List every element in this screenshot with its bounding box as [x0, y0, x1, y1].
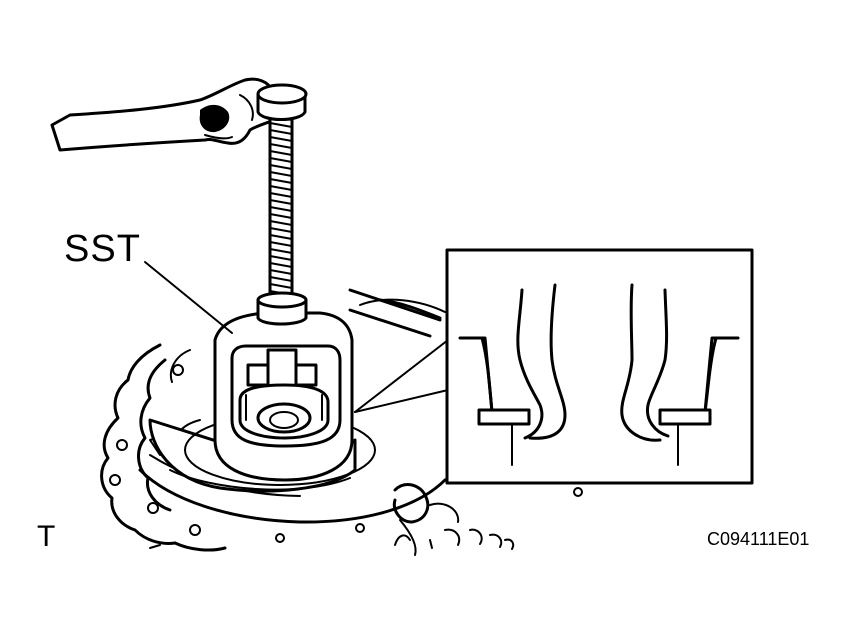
sst-body — [148, 291, 376, 493]
screw-thread — [269, 248, 293, 254]
screw-thread — [269, 129, 293, 135]
screw-thread — [269, 157, 293, 163]
detail-inset — [445, 248, 754, 485]
screw-thread — [269, 283, 293, 289]
screw-thread — [269, 213, 293, 219]
screw-thread — [269, 262, 293, 268]
screw-thread — [269, 276, 293, 282]
screw-thread — [269, 164, 293, 170]
screw-thread — [269, 171, 293, 177]
sst-screw-shaft — [256, 83, 308, 312]
screw-thread — [269, 269, 293, 275]
screw-thread — [269, 150, 293, 156]
screw-thread — [269, 185, 293, 191]
screw-thread — [269, 143, 293, 149]
detail-callout-pointer — [354, 339, 449, 413]
screw-thread — [269, 206, 293, 212]
screw-thread — [269, 220, 293, 226]
sst-label: SST — [64, 228, 141, 270]
screw-thread — [269, 241, 293, 247]
sst-leader-line — [144, 261, 233, 334]
screw-thread — [269, 234, 293, 240]
screw-thread — [269, 255, 293, 261]
figure-code: C094111E01 — [707, 529, 810, 549]
screw-thread — [269, 136, 293, 142]
wrench — [50, 77, 282, 152]
screw-thread — [269, 122, 293, 128]
screw-thread — [269, 227, 293, 233]
screw-thread — [269, 199, 293, 205]
screw-thread — [269, 192, 293, 198]
screw-thread — [269, 178, 293, 184]
corner-label: T — [37, 520, 56, 553]
